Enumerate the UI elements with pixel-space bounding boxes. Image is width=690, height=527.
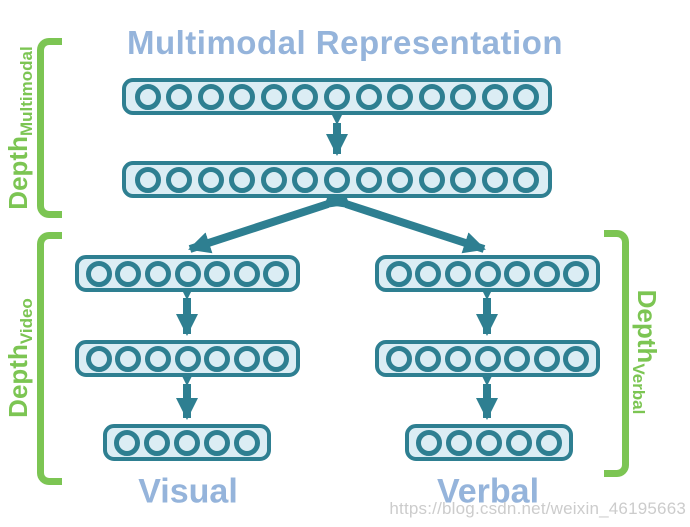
depth-video-subscript: Video (17, 298, 36, 345)
depth-video-label: DepthVideo (3, 298, 36, 418)
neuron-circle (416, 429, 442, 456)
neuron-circle (444, 260, 471, 287)
depth-verbal-base: Depth (632, 289, 662, 364)
neuron-circle (385, 345, 412, 372)
watermark-url: https://blog.csdn.net/weixin_46195663 (389, 499, 686, 518)
neuron-circle (355, 166, 382, 193)
bidirectional-arrow-to-visual (188, 187, 351, 254)
depth-multimodal-label: DepthMultimodal (3, 46, 36, 210)
neuron-circle (385, 260, 412, 287)
neuron-circle (504, 260, 531, 287)
neuron-circle (444, 345, 471, 372)
neuron-circle (174, 429, 200, 456)
neuron-circle (323, 83, 350, 110)
neuron-circle (85, 345, 112, 372)
neuron-circle (204, 345, 231, 372)
neuron-circle (536, 429, 562, 456)
neuron-circle (263, 345, 290, 372)
neuron-circle (355, 83, 382, 110)
neuron-circle (292, 166, 319, 193)
neuron-circle (387, 83, 414, 110)
neuron-circle (450, 166, 477, 193)
neuron-circle (563, 345, 590, 372)
verbal-layer-1 (375, 255, 600, 292)
multimodal-layer-2 (122, 161, 552, 198)
neuron-circle (533, 345, 560, 372)
diagram-title: Multimodal Representation (126, 24, 564, 61)
depth-video-base: Depth (3, 344, 33, 418)
neuron-circle (533, 260, 560, 287)
neuron-circle (481, 83, 508, 110)
neuron-circle (481, 166, 508, 193)
depth-verbal-bracket (604, 230, 629, 477)
neuron-circle (115, 260, 142, 287)
visual-layer-2 (75, 340, 300, 377)
neuron-circle (134, 83, 161, 110)
depth-verbal-label: DepthVerbal (629, 289, 662, 415)
neuron-circle (134, 166, 161, 193)
neuron-circle (563, 260, 590, 287)
neuron-circle (174, 345, 201, 372)
verbal-branch-label: Verbal (436, 472, 540, 511)
neuron-circle (446, 429, 472, 456)
neuron-circle (474, 345, 501, 372)
neuron-circle (418, 83, 445, 110)
depth-multimodal-subscript: Multimodal (17, 46, 36, 137)
neuron-circle (506, 429, 532, 456)
verbal-layer-3 (405, 424, 573, 461)
neuron-circle (415, 260, 442, 287)
neuron-circle (229, 83, 256, 110)
neuron-circle (234, 429, 260, 456)
neuron-circle (144, 429, 170, 456)
neuron-circle (166, 166, 193, 193)
neuron-circle (418, 166, 445, 193)
neuron-circle (229, 166, 256, 193)
neuron-circle (197, 166, 224, 193)
visual-branch-label: Visual (138, 472, 238, 511)
neuron-circle (166, 83, 193, 110)
neuron-circle (504, 345, 531, 372)
visual-layer-1 (75, 255, 300, 292)
depth-verbal-subscript: Verbal (629, 363, 648, 415)
neuron-circle (85, 260, 112, 287)
visual-layer-3 (103, 424, 271, 461)
neuron-circle (144, 345, 171, 372)
neuron-circle (263, 260, 290, 287)
neuron-circle (513, 83, 540, 110)
neuron-circle (450, 83, 477, 110)
neuron-circle (474, 260, 501, 287)
depth-multimodal-bracket (37, 38, 62, 218)
neuron-circle (387, 166, 414, 193)
neuron-circle (292, 83, 319, 110)
neuron-circle (204, 260, 231, 287)
depth-video-bracket (37, 232, 62, 485)
neuron-circle (513, 166, 540, 193)
neuron-circle (260, 83, 287, 110)
verbal-layer-2 (375, 340, 600, 377)
bidirectional-arrow-to-verbal (323, 187, 486, 254)
multimodal-layer-1 (122, 78, 552, 115)
neuron-circle (114, 429, 140, 456)
neuron-circle (144, 260, 171, 287)
neuron-circle (115, 345, 142, 372)
neuron-circle (174, 260, 201, 287)
neuron-circle (204, 429, 230, 456)
neuron-circle (476, 429, 502, 456)
neuron-circle (233, 345, 260, 372)
neuron-circle (323, 166, 350, 193)
neuron-circle (197, 83, 224, 110)
neuron-circle (233, 260, 260, 287)
depth-multimodal-base: Depth (3, 136, 33, 210)
neuron-circle (260, 166, 287, 193)
neuron-circle (415, 345, 442, 372)
